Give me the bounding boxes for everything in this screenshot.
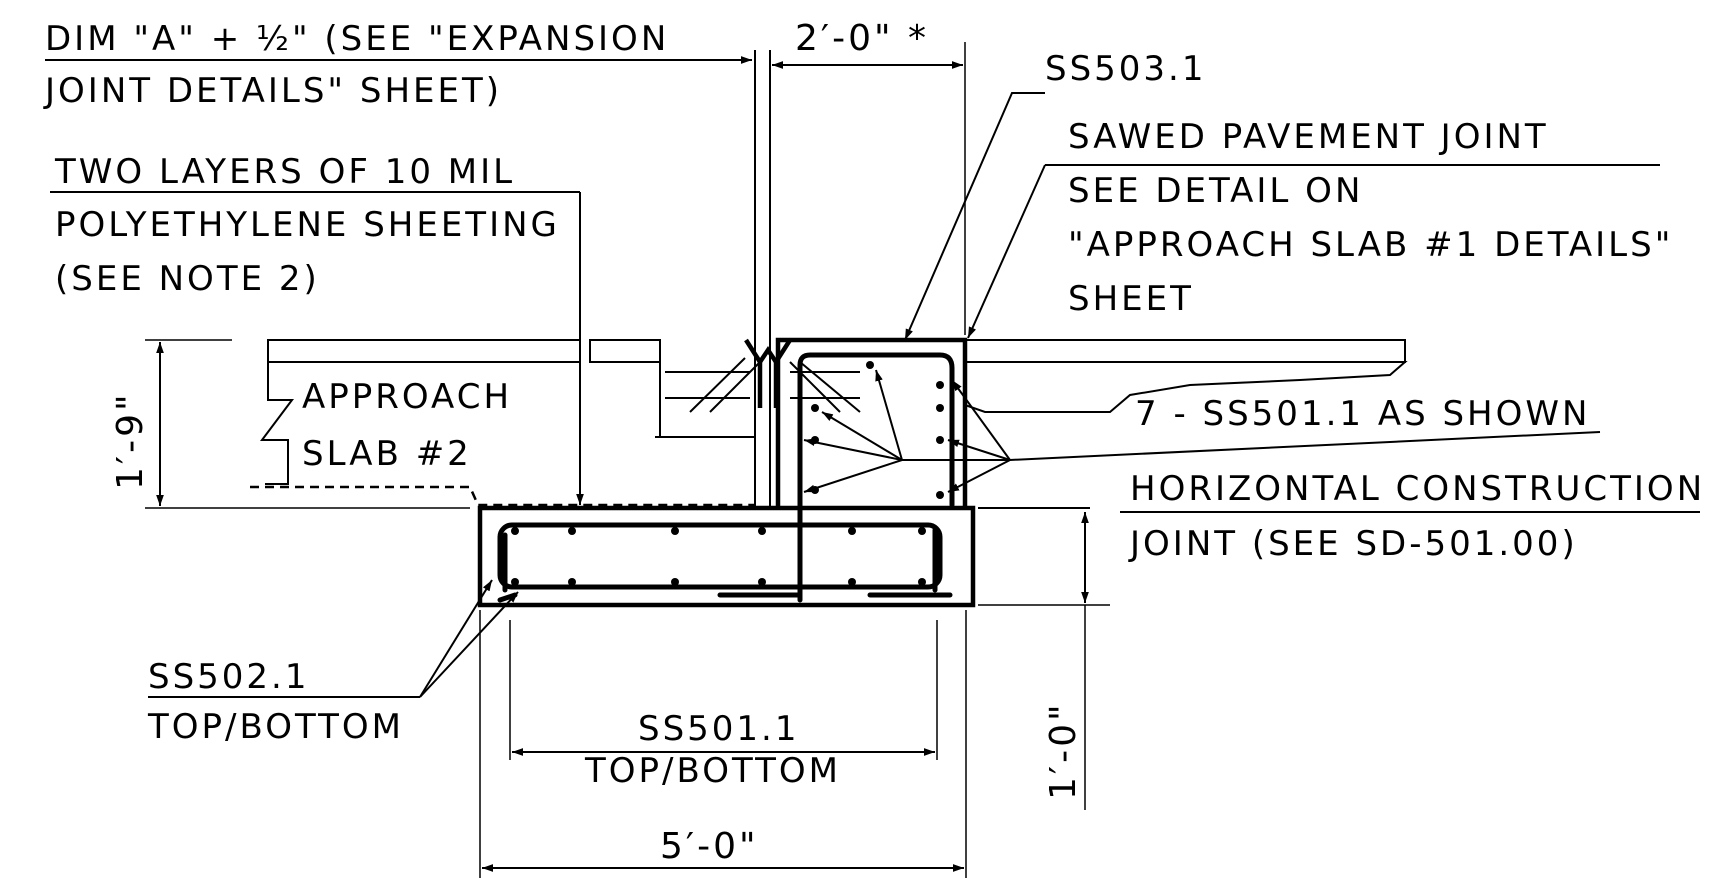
poly-note-line3: (SEE NOTE 2) xyxy=(55,259,320,299)
right-wearing-surface xyxy=(964,339,1406,363)
top-width-dimension: 2′-0" * xyxy=(795,18,929,59)
leader-lines xyxy=(45,56,1700,698)
rebar-dot xyxy=(866,361,874,369)
right-pavement-taper xyxy=(964,361,1408,413)
total-width-dimension: 5′-0" xyxy=(660,826,759,867)
sleeper-wall xyxy=(775,337,968,508)
rebar-dot xyxy=(936,381,944,389)
rebar-dot xyxy=(848,578,856,586)
approach-slab-label-line2: SLAB #2 xyxy=(302,434,472,474)
ss502-1-stirrup xyxy=(497,522,943,590)
rebar-dot xyxy=(936,404,944,412)
rebar-dot xyxy=(511,527,519,535)
pavement-structure xyxy=(260,50,1408,608)
footing-depth-dimension: 1′-0" xyxy=(1043,701,1084,800)
polyethylene-sheeting-line xyxy=(250,485,755,507)
approach-slab-2-break-line xyxy=(260,362,294,485)
horiz-joint-line1: HORIZONTAL CONSTRUCTION xyxy=(1130,469,1705,509)
dim-a-note-line1: DIM "A" + ½" (SEE "EXPANSION xyxy=(45,19,669,59)
rebar-dot xyxy=(918,527,926,535)
ss503-leader xyxy=(904,92,1030,341)
poly-note-line2: POLYETHYLENE SHEETING xyxy=(55,205,560,245)
sawed-joint-line2: SEE DETAIL ON xyxy=(1068,171,1363,211)
ss501-shown-label: 7 - SS501.1 AS SHOWN xyxy=(1135,394,1590,434)
sawed-joint-line4: SHEET xyxy=(1068,279,1194,319)
ss502-label-line2: TOP/BOTTOM xyxy=(147,707,404,747)
rebar-dot xyxy=(936,436,944,444)
ss501-label-line1: SS501.1 xyxy=(638,709,800,749)
left-wearing-surface xyxy=(267,339,581,363)
dim-a-note-line2: JOINT DETAILS" SHEET) xyxy=(43,71,502,111)
rebar-dot xyxy=(671,527,679,535)
slab-depth-dimension: 1′-9" xyxy=(110,391,151,490)
rebar-dot xyxy=(568,578,576,586)
rebar-dot xyxy=(758,527,766,535)
labels: DIM "A" + ½" (SEE "EXPANSION JOINT DETAI… xyxy=(43,18,1705,867)
rebar-dot xyxy=(671,578,679,586)
expansion-joint-seal xyxy=(744,338,792,367)
rebar-dot xyxy=(568,527,576,535)
rebar-dot xyxy=(511,578,519,586)
poly-note-line1: TWO LAYERS OF 10 MIL xyxy=(54,152,515,192)
ss502-label-line1: SS502.1 xyxy=(148,657,310,697)
ss503-1-hooked-bar xyxy=(797,352,955,603)
sawed-joint-line1: SAWED PAVEMENT JOINT xyxy=(1068,117,1549,157)
sawed-joint-leader xyxy=(967,164,1046,339)
sleeper-slab-footing xyxy=(477,505,976,608)
rebar-dot xyxy=(811,404,819,412)
rebar-dot xyxy=(918,578,926,586)
left-wearing-surface-end xyxy=(589,339,661,363)
rebar-dot xyxy=(848,527,856,535)
ss501-label-line2: TOP/BOTTOM xyxy=(584,751,841,791)
ss503-label: SS503.1 xyxy=(1045,49,1207,89)
dimensions xyxy=(145,42,1110,878)
horiz-joint-line2: JOINT (SEE SD-501.00) xyxy=(1128,524,1578,564)
rebar-dot xyxy=(758,578,766,586)
rebar-dot xyxy=(936,491,944,499)
approach-slab-label-line1: APPROACH xyxy=(302,377,512,417)
reinforcement xyxy=(497,352,955,603)
sawed-joint-line3: "APPROACH SLAB #1 DETAILS" xyxy=(1068,225,1673,265)
